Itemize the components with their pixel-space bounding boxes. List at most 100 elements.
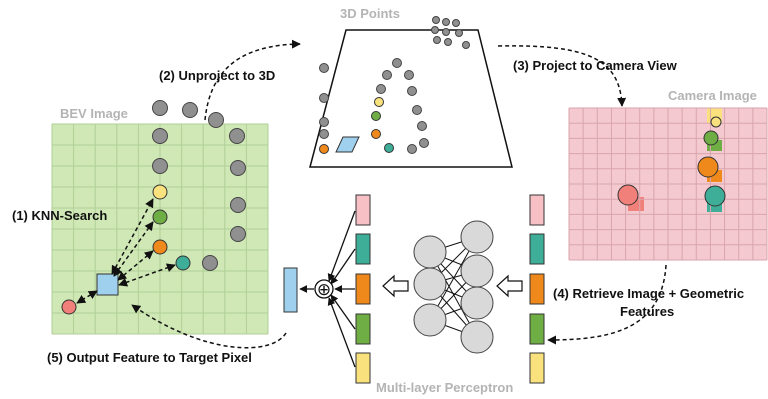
- point-3d: [319, 117, 329, 127]
- point-3d: [442, 18, 450, 26]
- input-feature-teal: [529, 233, 545, 265]
- point-3d: [444, 38, 452, 46]
- output-target-feature: [283, 267, 298, 313]
- bev-point: [208, 112, 224, 128]
- bev-point: [202, 255, 218, 271]
- point-3d: [407, 144, 417, 154]
- mlp-node-input: [413, 303, 447, 337]
- bev-point-red: [61, 299, 77, 315]
- input-feature-stack: [529, 194, 545, 384]
- camera-point-yellow: [710, 116, 722, 128]
- point-3d: [462, 41, 470, 49]
- aggregation-arrows: [299, 210, 356, 368]
- mlp-title: Multi-layer Perceptron: [376, 380, 513, 395]
- camera-point-green: [703, 130, 719, 146]
- output-feature-green: [355, 313, 371, 345]
- output-feature-pink: [355, 194, 371, 226]
- point-3d: [376, 84, 386, 94]
- point-3d: [431, 26, 439, 34]
- input-feature-orange: [529, 273, 545, 305]
- knn-arrow: [118, 263, 176, 287]
- aggregation-node: [314, 279, 334, 299]
- bev-target-pixel: [96, 273, 119, 296]
- mlp-node-hidden: [460, 220, 494, 254]
- bev-point: [229, 128, 245, 144]
- bev-point-orange: [152, 239, 168, 255]
- hollow-arrow-into-mlp: [496, 274, 523, 298]
- bev-grey-points: [152, 100, 246, 271]
- project-arrow: [497, 45, 627, 107]
- bev-point: [152, 100, 168, 116]
- aggregation-symbol: ⊕: [317, 280, 331, 300]
- point-3d: [417, 121, 427, 131]
- bev-point: [182, 102, 198, 118]
- input-feature-green: [529, 313, 545, 345]
- step-output-label: (5) Output Feature to Target Pixel: [47, 350, 252, 365]
- bev-point: [152, 128, 168, 144]
- point-3d: [412, 105, 422, 115]
- hollow-arrow-out-of-mlp: [382, 274, 409, 298]
- mlp-node-hidden: [460, 286, 494, 320]
- point-3d-teal: [384, 143, 394, 153]
- mlp-node-input: [413, 235, 447, 269]
- step-project-label: (3) Project to Camera View: [513, 58, 678, 73]
- mlp-nodes: [413, 220, 494, 354]
- point-3d: [319, 129, 329, 139]
- camera-grid-lines: [568, 107, 768, 261]
- point-3d-orange: [371, 129, 381, 139]
- point-3d: [319, 63, 329, 73]
- bev-point-yellow: [152, 184, 168, 200]
- point-3d: [432, 16, 440, 24]
- points-3d-title: 3D Points: [340, 6, 400, 21]
- bev-point: [152, 158, 168, 174]
- point-3d: [433, 36, 441, 44]
- camera-image-panel: Camera Image: [568, 88, 768, 261]
- point-3d: [419, 138, 429, 148]
- camera-point-orange: [697, 156, 719, 178]
- camera-point-teal: [704, 185, 726, 207]
- retrieve-arrow: [547, 264, 667, 345]
- bev-point: [230, 160, 246, 176]
- point-3d-orange-left: [319, 144, 329, 154]
- aggregation-arrow: [327, 297, 356, 368]
- aggregation-arrow: [330, 248, 356, 285]
- output-feature-stack: [355, 194, 371, 384]
- point-3d: [442, 28, 450, 36]
- point-3d: [382, 70, 392, 80]
- input-feature-pink: [529, 194, 545, 226]
- point-3d-yellow: [374, 97, 384, 107]
- unproject-arrow: [204, 39, 301, 121]
- camera-point-red: [617, 184, 639, 206]
- output-feature-yellow: [355, 352, 371, 384]
- aggregation-arrow: [327, 210, 356, 282]
- bev-point-teal: [175, 255, 191, 271]
- bev-image-title: BEV Image: [60, 106, 128, 121]
- bev-point-green: [152, 209, 168, 225]
- point-3d: [392, 58, 402, 68]
- point-3d: [452, 19, 460, 27]
- point-3d: [455, 29, 463, 37]
- camera-patch-green: [707, 140, 722, 151]
- step-unproject-label: (2) Unproject to 3D: [159, 68, 275, 83]
- step-retrieve-label-line1: (4) Retrieve Image + Geometric: [553, 286, 744, 301]
- bev-point: [230, 226, 246, 242]
- output-feature-orange: [355, 273, 371, 305]
- bev-point: [230, 197, 246, 213]
- points-3d-grey-points: [319, 16, 470, 154]
- step-knn-label: (1) KNN-Search: [12, 208, 107, 223]
- step-retrieve-label-line2: Features: [620, 304, 674, 319]
- output-arrow: [131, 304, 287, 349]
- point-3d: [404, 70, 414, 80]
- camera-image-title: Camera Image: [668, 88, 757, 103]
- knn-arrows: [76, 198, 176, 304]
- mlp-node-hidden: [460, 320, 494, 354]
- output-feature-teal: [355, 233, 371, 265]
- point-3d: [407, 86, 417, 96]
- knn-arrow: [76, 290, 98, 304]
- point-3d: [319, 93, 329, 103]
- mlp-node-hidden: [460, 254, 494, 288]
- point-3d-green: [371, 111, 381, 121]
- input-feature-yellow: [529, 352, 545, 384]
- point-3d-target-pixel: [335, 136, 360, 153]
